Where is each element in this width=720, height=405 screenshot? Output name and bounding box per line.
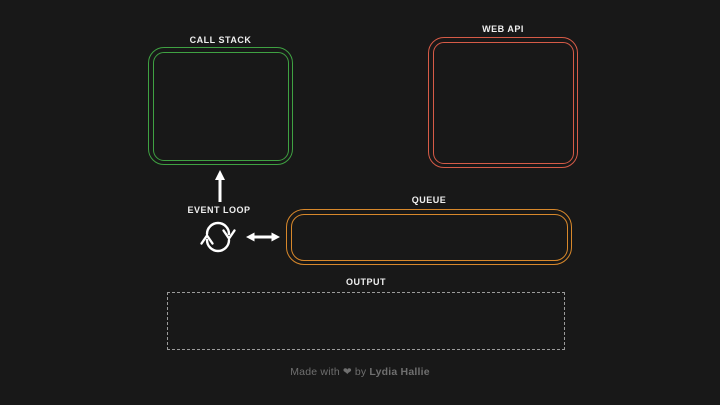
call-stack-label: CALL STACK [189, 35, 252, 45]
queue-box-inner [290, 213, 568, 261]
output-box [167, 292, 565, 350]
web-api-label: WEB API [482, 24, 524, 34]
credit-made-with: Made with [290, 366, 340, 378]
credit-by: by [354, 366, 367, 378]
web-api-box-inner [432, 41, 574, 164]
event-loop-label: EVENT LOOP [187, 205, 251, 215]
output-label: OUTPUT [346, 277, 386, 287]
credit-author: Lydia Hallie [369, 366, 430, 378]
arrow-left-right-icon [246, 232, 280, 242]
queue-label: QUEUE [411, 195, 447, 205]
web-api-box [428, 37, 578, 168]
heart-icon: ❤ [342, 366, 352, 378]
arrow-up-icon [215, 170, 225, 202]
queue-box [286, 209, 572, 265]
sync-circular-arrows-icon [200, 221, 236, 253]
call-stack-box-inner [152, 51, 289, 161]
call-stack-box [148, 47, 293, 165]
